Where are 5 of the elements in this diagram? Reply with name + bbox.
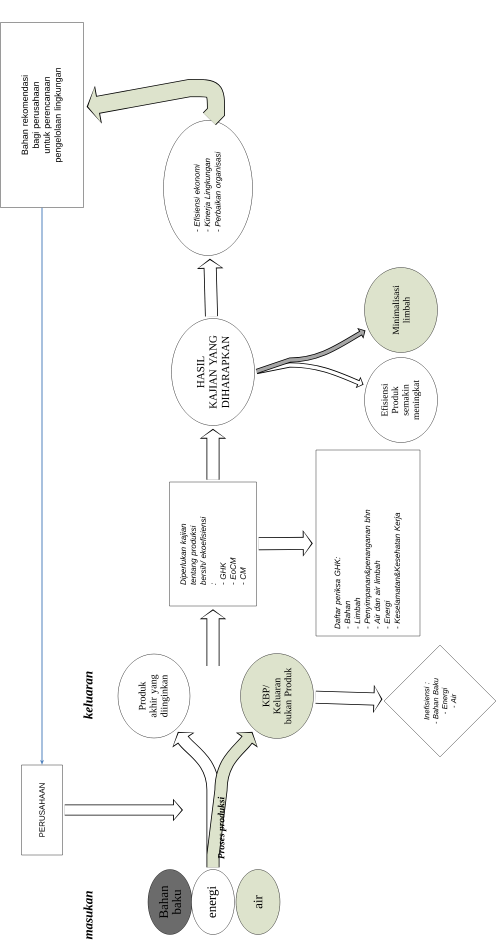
block-arrow [256,328,366,374]
section-label: keluaran [83,672,93,719]
section-label: masukan [83,891,93,940]
recommendation-box: Bahan rekomendasi bagi perusahaan untuk perencanaan pengelolaan lingkungan [0,22,84,208]
block-arrow [86,79,225,126]
